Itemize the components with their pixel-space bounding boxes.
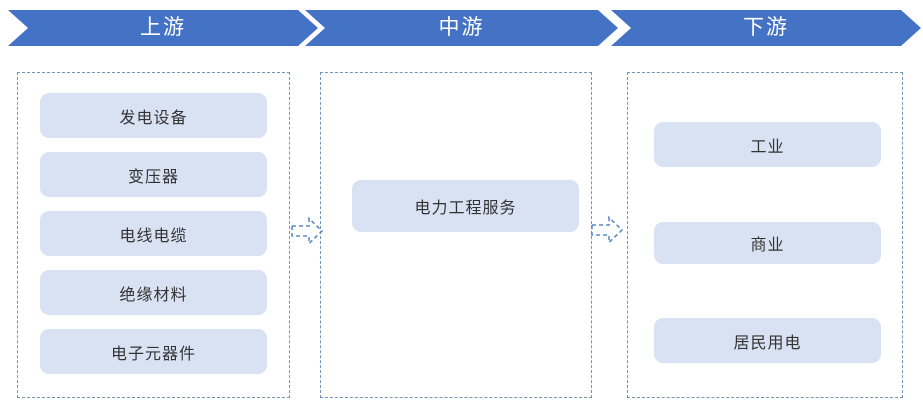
chain-item-box: 电线电缆 bbox=[40, 211, 267, 256]
chain-item-label: 电线电缆 bbox=[119, 227, 188, 245]
chain-item-box: 商业 bbox=[654, 222, 881, 264]
banner-upstream-label: 上游 bbox=[140, 15, 186, 39]
chain-item-box: 工业 bbox=[654, 122, 881, 167]
flow-arrow-icon bbox=[291, 216, 324, 246]
chain-item-label: 发电设备 bbox=[119, 109, 188, 127]
chain-item-label: 居民用电 bbox=[733, 334, 802, 352]
downstream-container: 工业 商业 居民用电 bbox=[627, 72, 903, 398]
chain-item-box: 发电设备 bbox=[40, 93, 267, 138]
banner-upstream: 上游 bbox=[8, 10, 318, 46]
midstream-container: 电力工程服务 bbox=[320, 72, 592, 398]
chain-item-label: 绝缘材料 bbox=[119, 286, 188, 304]
banner-downstream: 下游 bbox=[611, 10, 921, 46]
upstream-container: 发电设备 变压器 电线电缆 绝缘材料 电子元器件 bbox=[17, 72, 290, 398]
chain-item-label: 变压器 bbox=[127, 168, 179, 186]
chain-item-label: 电力工程服务 bbox=[414, 200, 517, 217]
chain-item-box: 电力工程服务 bbox=[352, 180, 579, 232]
chain-item-box: 居民用电 bbox=[654, 318, 881, 363]
chain-item-box: 绝缘材料 bbox=[40, 270, 267, 315]
chain-item-box: 变压器 bbox=[40, 152, 267, 197]
flow-arrow-icon bbox=[591, 215, 624, 245]
chain-item-label: 商业 bbox=[750, 237, 785, 254]
banner-downstream-label: 下游 bbox=[743, 15, 789, 39]
chain-item-label: 电子元器件 bbox=[110, 345, 196, 363]
chain-item-label: 工业 bbox=[750, 138, 785, 156]
banner-midstream-label: 中游 bbox=[438, 15, 485, 39]
chain-item-box: 电子元器件 bbox=[40, 329, 267, 374]
banner-midstream: 中游 bbox=[305, 10, 618, 46]
